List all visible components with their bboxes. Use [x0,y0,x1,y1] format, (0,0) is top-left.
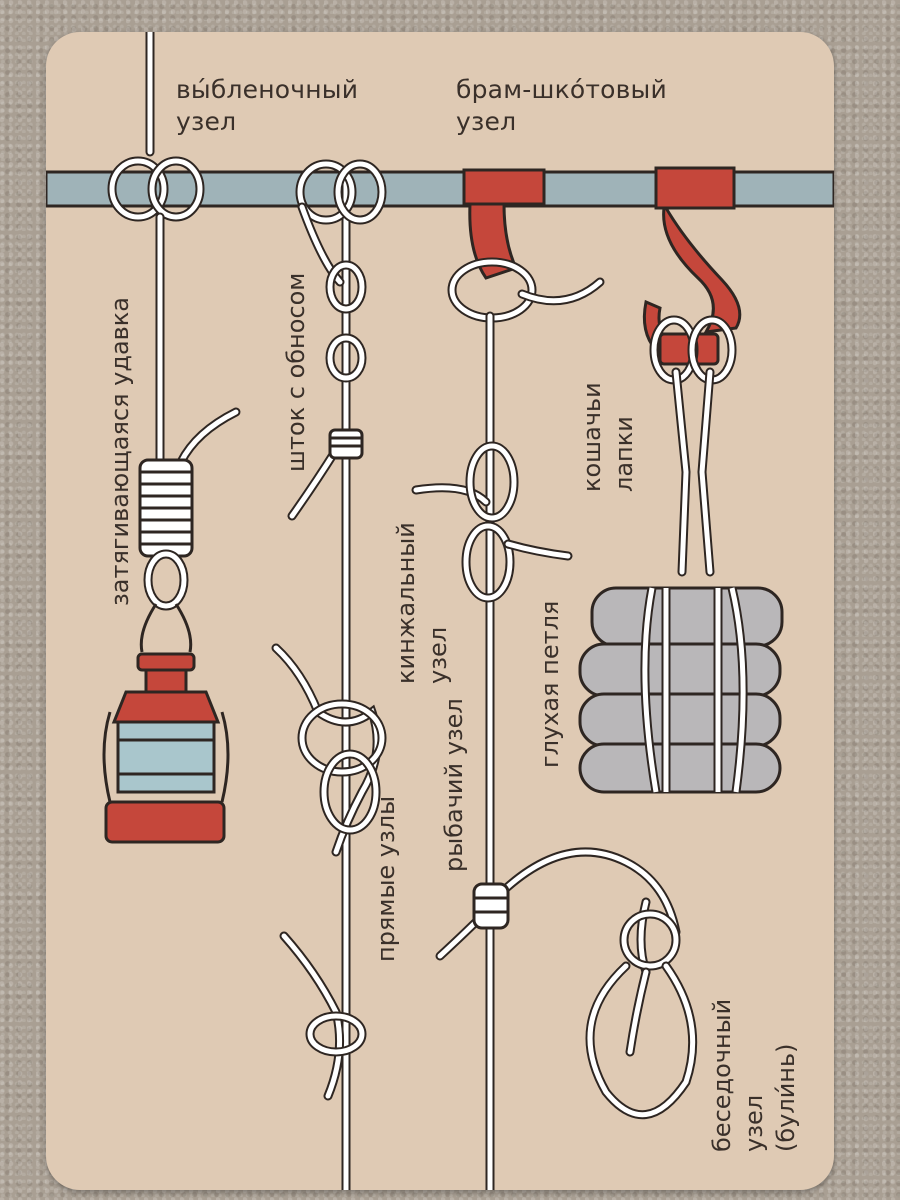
fisherman-knot [472,882,510,930]
label-clove-hitch: вы́бленочный узел [176,75,359,136]
cats-paw-rope [649,315,737,577]
label-blind-loop: глухая петля [536,600,564,768]
label-fisherman: рыбачий узел [440,698,468,872]
rope-clove-hitch [107,32,241,467]
label-bowline: беседочный узел (були́нь) [708,998,800,1152]
reef-knot-2 [305,1011,367,1057]
reef-knot-1 [297,699,387,835]
label-cats-paw: кошачьи лапки [578,382,638,492]
knot-card: вы́бленочный узел брам-шко́товый узел за… [46,32,834,1190]
bowline-loop [585,897,698,1120]
blanket-bundle-icon [578,586,784,794]
label-rolling-hitch: затягивающаяся удавка [106,296,134,606]
label-marlinspike: шток с обносом [282,272,310,472]
bundle-ropes [640,586,748,793]
label-reef-knots: прямые узлы [372,795,400,962]
rope-sheet-bend [411,257,681,1190]
marlinspike-wrap [328,428,364,460]
lantern-ring [143,549,189,611]
knots-illustration [46,32,834,1190]
rolling-hitch-coil [138,458,194,558]
label-sheet-bend: брам-шко́товый узел [456,75,667,136]
hook-icon [642,166,742,366]
label-dagger-knot: кинжальный узел [392,522,452,684]
lantern-icon [102,603,230,844]
